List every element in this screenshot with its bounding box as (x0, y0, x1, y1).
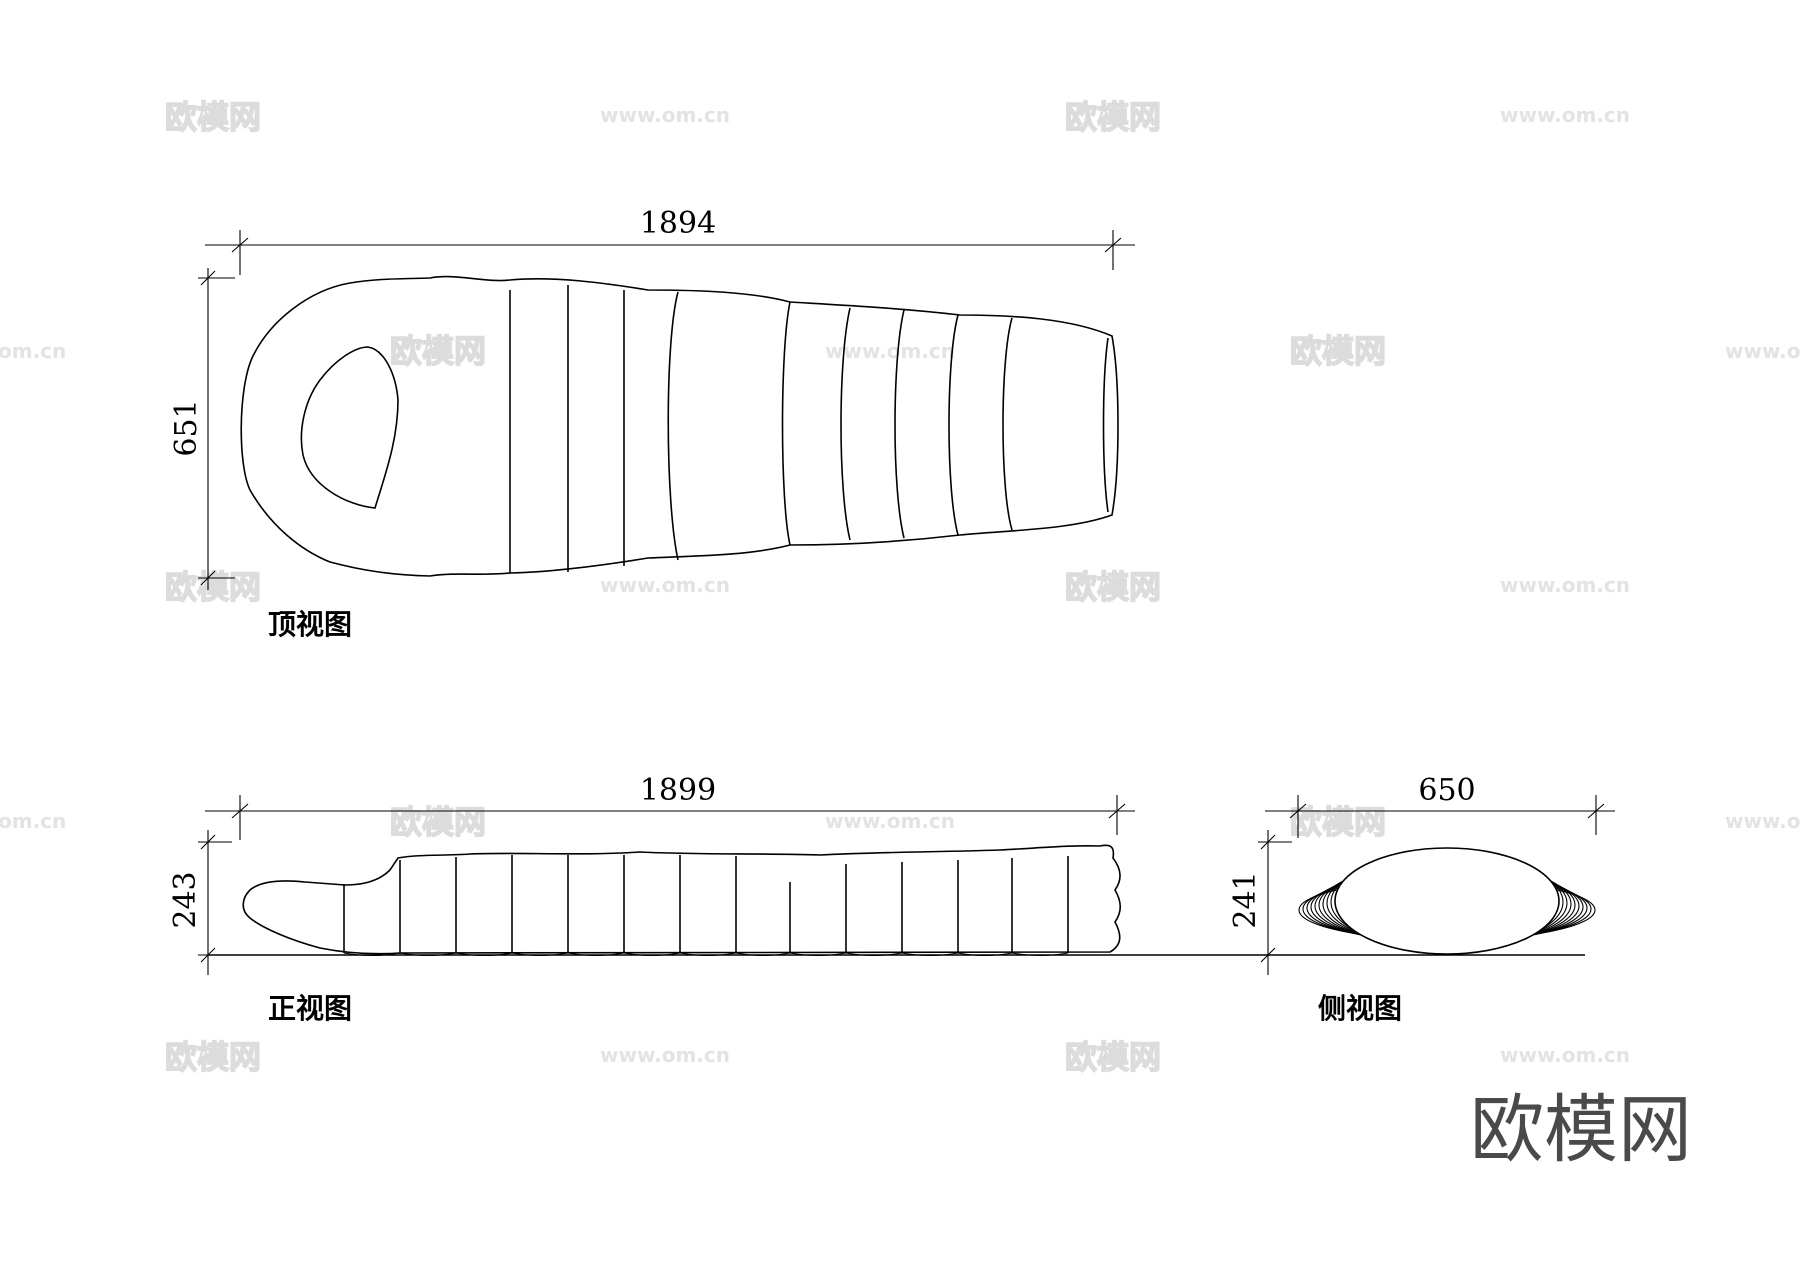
watermark-url: om.cn (0, 809, 66, 833)
watermark-url: www.om.cn (825, 339, 955, 363)
top-foot-end (1102, 337, 1109, 513)
top-view-caption: 顶视图 (268, 608, 352, 641)
watermark-brand: 欧模网 (165, 98, 261, 136)
watermark-url: www.om.cn (825, 809, 955, 833)
watermark-url: www.om.cn (1725, 339, 1800, 363)
watermark-brand: 欧模网 (390, 332, 486, 370)
watermark-brand: 欧模网 (390, 803, 486, 841)
front-outline (242, 844, 1122, 955)
watermark-brand: 欧模网 (1290, 803, 1386, 841)
top-baffle-curve (840, 307, 851, 541)
watermark-url: www.om.cn (600, 1043, 730, 1067)
front-view-caption: 正视图 (268, 992, 352, 1025)
top-baffle-curve (781, 301, 791, 546)
watermark-url: www.om.cn (1500, 573, 1630, 597)
watermark-brand: 欧模网 (1290, 332, 1386, 370)
top-baffle-curve (1002, 317, 1013, 531)
brand-logo: 欧模网 (1470, 1087, 1692, 1173)
front-height-label: 243 (168, 871, 203, 928)
side-view: 650 241 侧视图 (1228, 773, 1615, 1025)
watermark-url: www.om.cn (1500, 103, 1630, 127)
front-bottom-scallop (343, 952, 1069, 957)
front-height-dimension: 243 (168, 830, 232, 975)
watermark-brand: 欧模网 (1065, 98, 1161, 136)
watermark-brand: 欧模网 (165, 568, 261, 606)
top-baffle-curve (667, 291, 679, 561)
front-length-dimension: 1899 (205, 773, 1135, 840)
watermark-brand: 欧模网 (1065, 1038, 1161, 1076)
watermark-url: www.om.cn (1725, 809, 1800, 833)
watermark-layer: 欧模网 www.om.cn 欧模网 www.om.cn om.cn 欧模网 ww… (0, 97, 1800, 1077)
front-view: 1899 243 正视图 (168, 773, 1585, 1025)
watermark-url: om.cn (0, 339, 66, 363)
watermark-brand: 欧模网 (165, 1038, 261, 1076)
top-length-label: 1894 (640, 206, 716, 241)
side-height-dimension: 241 (1228, 830, 1292, 975)
top-outline (240, 275, 1119, 577)
side-profile (1298, 847, 1596, 955)
top-width-label: 651 (169, 399, 204, 456)
front-length-label: 1899 (640, 773, 716, 808)
top-length-dimension: 1894 (205, 206, 1135, 275)
top-width-dimension: 651 (169, 268, 235, 590)
top-baffle-curve (894, 309, 905, 539)
top-baffle-curve (948, 314, 959, 536)
top-head-opening (300, 346, 399, 509)
side-width-dimension: 650 (1265, 773, 1615, 838)
watermark-url: www.om.cn (1500, 1043, 1630, 1067)
side-width-label: 650 (1418, 773, 1475, 808)
watermark-brand: 欧模网 (1065, 568, 1161, 606)
side-height-label: 241 (1228, 871, 1263, 928)
watermark-url: www.om.cn (600, 573, 730, 597)
watermark-url: www.om.cn (600, 103, 730, 127)
side-view-caption: 侧视图 (1318, 992, 1402, 1025)
top-view: 1894 651 顶视图 (169, 206, 1135, 641)
